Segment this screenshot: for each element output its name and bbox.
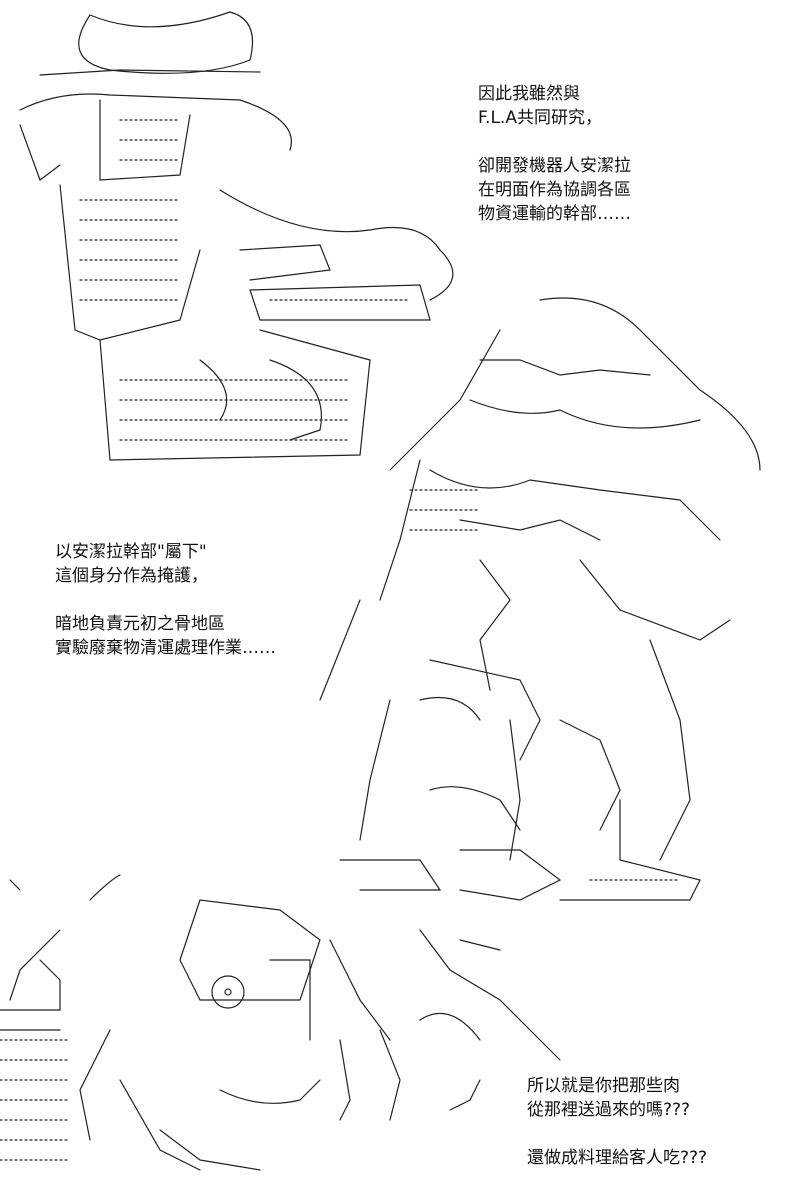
bow-robot-figure xyxy=(19,11,454,461)
standing-character-figure xyxy=(319,297,761,901)
caption-bottom-right: 所以就是你把那些肉 從那裡送過來的嗎??? 還做成料理給客人吃??? xyxy=(527,1076,708,1168)
caption-middle-left: 以安潔拉幹部"屬下" 這個身分作為掩護， 暗地負責元初之骨地區 實驗廢棄物清運處… xyxy=(55,542,276,658)
caption-top-right: 因此我雖然與 F.L.A共同研究， 卻開發機器人安潔拉 在明面作為協調各區 物資… xyxy=(478,84,631,224)
bottom-left-figure xyxy=(0,874,561,1171)
